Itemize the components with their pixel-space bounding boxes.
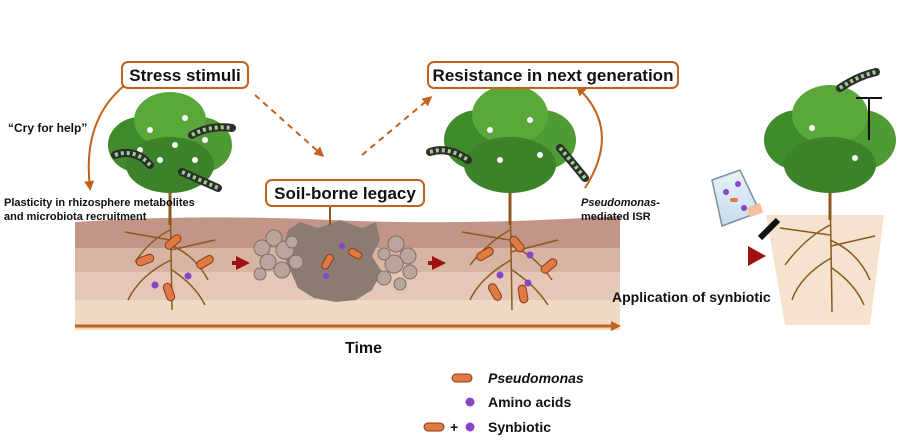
soil-legacy-box [265,179,425,207]
pseudomonas-isr-line1: Pseudomonas- [581,197,660,209]
stress-stimuli-box [121,61,249,89]
resistance-box [427,61,679,89]
legend-plus: + [450,419,458,435]
legend-synbiotic-amino-icon [465,422,475,432]
plant-3 [444,85,576,225]
synbiotic-flask-icon [711,169,781,241]
pseudomonas-isr-line2: mediated ISR [581,211,651,223]
legend-synbiotic-label: Synbiotic [488,419,551,435]
legend-synbiotic-bacteria-icon [423,422,445,432]
soil-legacy-label: Soil-borne legacy [274,184,416,203]
legend-amino-acids-label: Amino acids [488,394,571,410]
flow-arrows [84,84,603,191]
plasticity-label-line2: and microbiota recruitment [4,211,147,223]
red-arrows [232,246,766,270]
plant-4 [764,85,896,220]
cry-for-help-label: “Cry for help” [8,121,87,135]
soil-microbes [135,234,558,304]
time-label: Time [345,340,382,357]
caterpillars [111,68,880,192]
stress-stimuli-label: Stress stimuli [129,66,241,85]
plant-pot [766,215,884,325]
plasticity-label-line1: Plasticity in rhizosphere metabolites [4,197,195,209]
legend-pseudomonas-icon [451,373,473,383]
inhibition-icon [856,97,882,140]
legend: Pseudomonas Amino acids + Synbiotic [423,370,584,435]
application-label: Application of synbiotic [612,289,771,305]
resistance-label: Resistance in next generation [433,66,674,85]
legend-amino-acids-icon [465,397,475,407]
legend-pseudomonas-label: Pseudomonas [488,370,584,386]
